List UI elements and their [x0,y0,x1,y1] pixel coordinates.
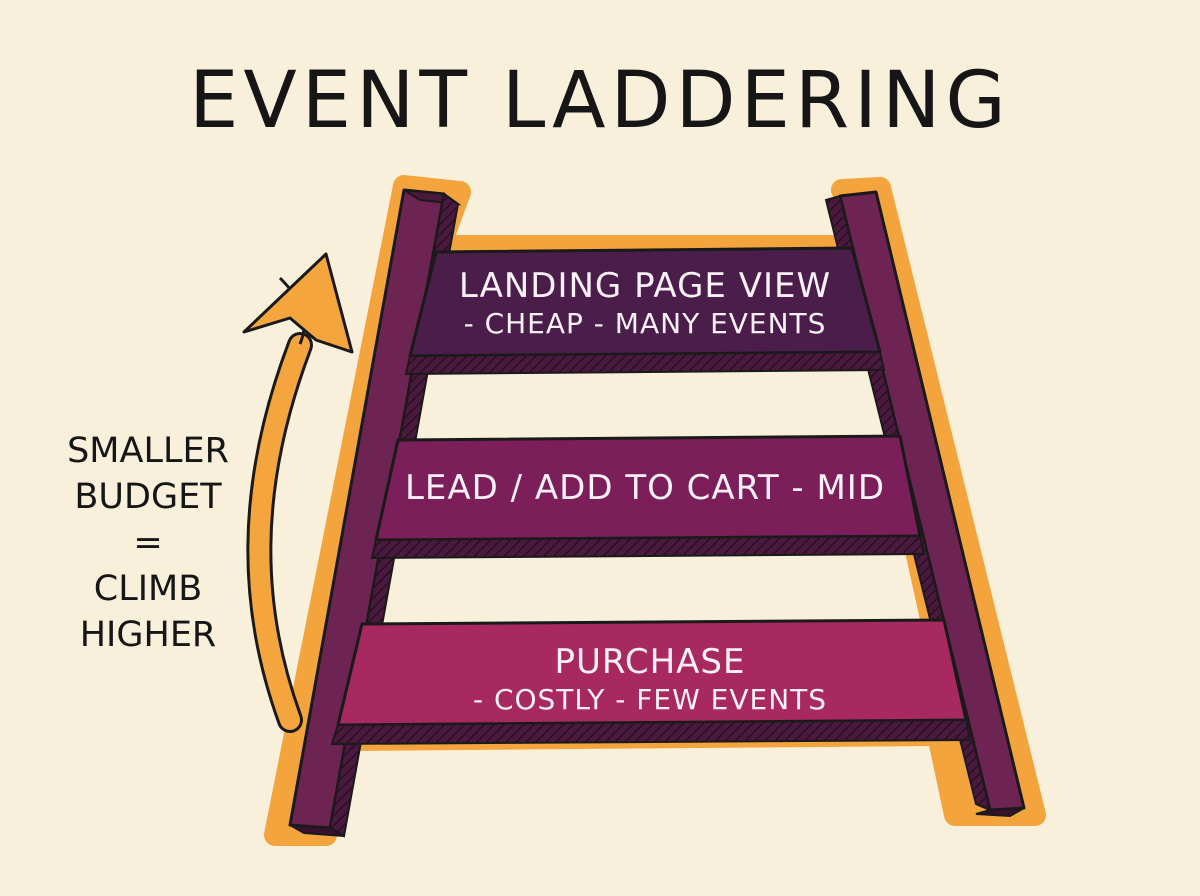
rung-label-top: LANDING PAGE VIEW - CHEAP - MANY EVENTS [420,266,870,342]
rung-gaps [370,370,920,624]
rung-label-middle: LEAD / ADD TO CART - MID [380,468,910,508]
rung-title: LEAD / ADD TO CART - MID [404,468,886,508]
rung-purchase [330,618,972,746]
rung-subtitle: - CHEAP - MANY EVENTS [463,307,827,340]
rung-landing-page-view [404,246,886,376]
climb-arrow [242,252,354,733]
budget-note-line: BUDGET [74,477,222,517]
budget-note-line: HIGHER [79,615,217,655]
rung-label-bottom: PURCHASE - COSTLY - FEW EVENTS [350,642,950,718]
budget-note: SMALLER BUDGET = CLIMB HIGHER [48,428,248,658]
budget-note-line: SMALLER [67,431,229,471]
rung-lead-add-to-cart [370,434,926,560]
budget-note-line: CLIMB [93,569,203,609]
budget-note-line: = [133,523,163,563]
rung-subtitle: - COSTLY - FEW EVENTS [472,683,828,716]
rung-title: LANDING PAGE VIEW [458,266,832,306]
page-title: EVENT LADDERING [189,56,1011,146]
rung-title: PURCHASE [554,642,746,682]
